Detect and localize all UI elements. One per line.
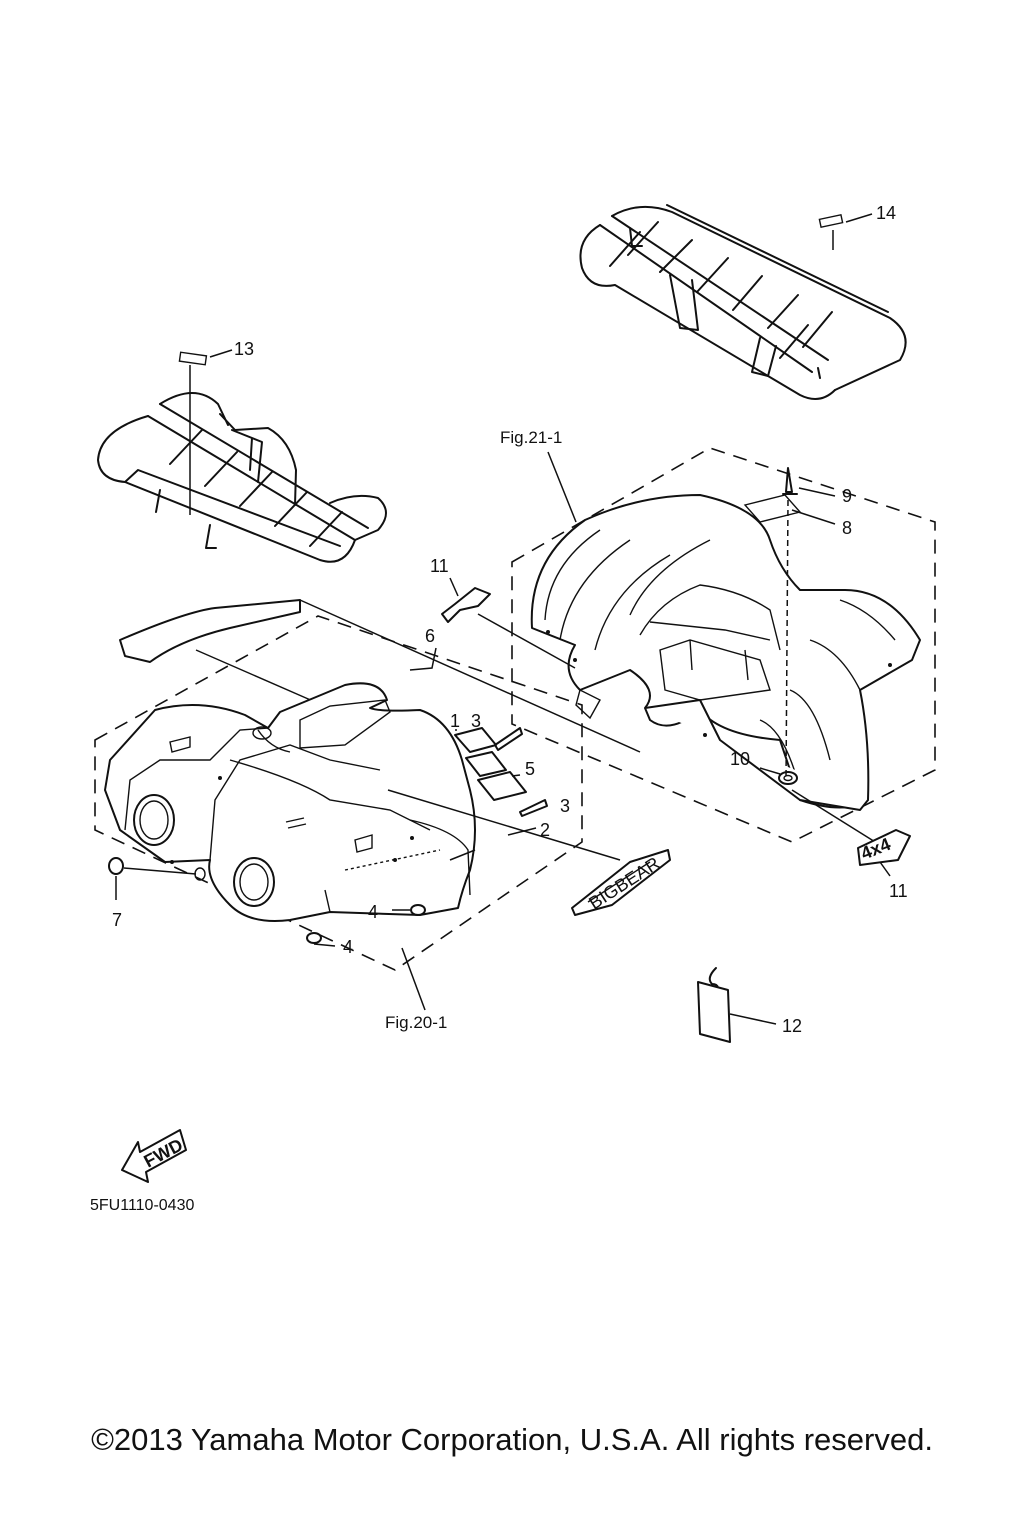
part-10-grommet bbox=[759, 767, 798, 785]
leader-6 bbox=[299, 599, 641, 753]
callout-3-upper: 3 bbox=[471, 711, 481, 731]
callout-6: 6 bbox=[425, 626, 435, 646]
fig-21-leader bbox=[547, 451, 577, 523]
copyright-notice: ©2013 Yamaha Motor Corporation, U.S.A. A… bbox=[91, 1422, 933, 1457]
callout-11-upper: 11 bbox=[430, 556, 449, 576]
callout-9: 9 bbox=[842, 486, 852, 506]
callout-13: 13 bbox=[234, 339, 254, 359]
part-8-plate bbox=[791, 509, 836, 525]
bigbear-decal-text: BIGBEAR bbox=[585, 853, 663, 913]
part-11-bracket bbox=[441, 577, 576, 669]
callout-5: 5 bbox=[525, 759, 535, 779]
leader-bigbear bbox=[387, 789, 621, 861]
fig-ref-rear: Fig.21-1 bbox=[500, 428, 562, 447]
part-5-plate bbox=[477, 771, 527, 801]
part-12-tag bbox=[697, 967, 777, 1043]
diagram-code: 5FU1110-0430 bbox=[90, 1197, 194, 1214]
fig-ref-front: Fig.20-1 bbox=[385, 1013, 447, 1032]
fwd-arrow-icon: FWD bbox=[121, 1129, 187, 1183]
rear-fender-group-outline bbox=[511, 447, 936, 843]
callout-3-lower: 3 bbox=[560, 796, 570, 816]
callout-8: 8 bbox=[842, 518, 852, 538]
front-fender bbox=[104, 682, 476, 922]
rear-fender bbox=[530, 494, 921, 811]
fig-20-leader bbox=[401, 947, 426, 1011]
leader-2 bbox=[507, 827, 537, 836]
callout-11-lower: 11 bbox=[889, 881, 908, 901]
callout-7: 7 bbox=[112, 910, 122, 930]
rear-carrier bbox=[579, 204, 907, 400]
callout-10: 10 bbox=[730, 749, 750, 769]
leader-2-b bbox=[449, 849, 476, 861]
front-mat bbox=[119, 599, 323, 706]
callout-4-upper: 4 bbox=[368, 902, 378, 922]
callout-4-lower: 4 bbox=[343, 937, 353, 957]
leader-8-10 bbox=[785, 499, 789, 781]
callout-12: 12 bbox=[782, 1016, 802, 1036]
part-1-plate bbox=[454, 727, 507, 777]
front-carrier bbox=[97, 349, 387, 563]
leader-6-b bbox=[409, 647, 437, 671]
bigbear-decal: BIGBEAR bbox=[571, 849, 671, 916]
four-by-four-decal: 4x4 bbox=[791, 789, 911, 877]
part-9-pin bbox=[782, 467, 836, 497]
part-7-grommet bbox=[108, 857, 206, 900]
part-4-clips bbox=[306, 904, 426, 947]
callout-2: 2 bbox=[540, 820, 550, 840]
callout-1: 1 bbox=[450, 711, 460, 731]
callout-14: 14 bbox=[876, 203, 896, 223]
part-3-rivets bbox=[494, 727, 548, 817]
front-fender-group-outline bbox=[94, 615, 583, 971]
